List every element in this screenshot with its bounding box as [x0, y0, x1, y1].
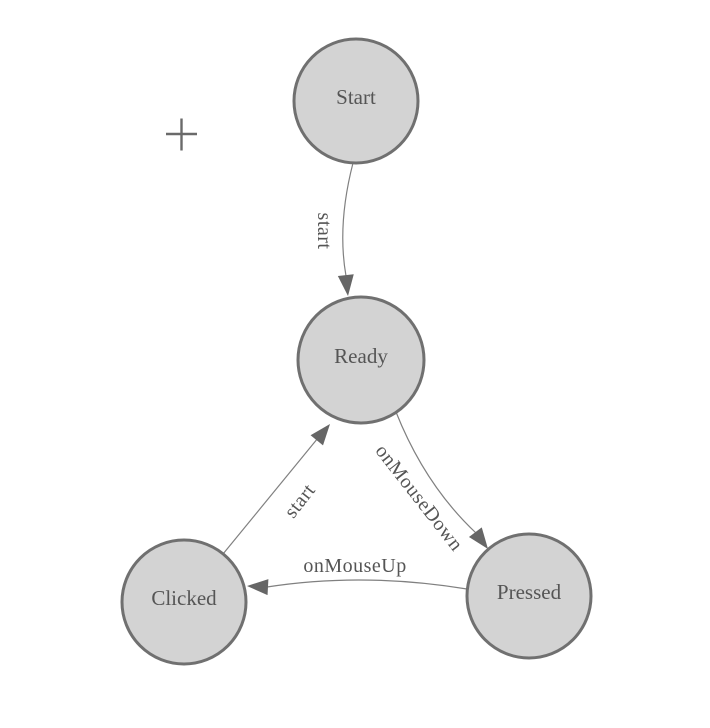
- transition-label: start: [313, 213, 335, 250]
- transition-path[interactable]: [395, 411, 477, 534]
- transition-label: start: [280, 480, 320, 523]
- transition-pressed-to-clicked[interactable]: onMouseUp: [247, 555, 468, 596]
- transition-path[interactable]: [342, 162, 354, 277]
- state-label: Start: [336, 85, 376, 109]
- state-label: Clicked: [151, 586, 217, 610]
- transition-path[interactable]: [222, 437, 319, 555]
- transition-label: onMouseUp: [303, 555, 406, 577]
- state-node-pressed[interactable]: Pressed: [465, 532, 593, 660]
- transition-start-to-ready[interactable]: start: [313, 162, 356, 297]
- arrowhead-icon: [468, 527, 488, 549]
- state-label: Ready: [334, 344, 388, 368]
- state-node-start[interactable]: Start: [292, 37, 420, 165]
- state-circle[interactable]: [120, 538, 248, 666]
- arrowhead-icon: [337, 274, 354, 296]
- state-circle[interactable]: [292, 37, 420, 165]
- transition-clicked-to-ready[interactable]: start: [222, 419, 336, 555]
- state-node-clicked[interactable]: Clicked: [120, 538, 248, 666]
- state-circle[interactable]: [296, 295, 426, 425]
- plus-crosshair-icon: [166, 118, 197, 151]
- arrowhead-icon: [310, 424, 330, 446]
- transition-ready-to-pressed[interactable]: onMouseDown: [371, 411, 495, 556]
- transition-path[interactable]: [266, 579, 468, 590]
- state-node-ready[interactable]: Ready: [296, 295, 426, 425]
- transition-label: onMouseDown: [371, 440, 468, 555]
- state-label: Pressed: [497, 580, 562, 604]
- arrowhead-icon: [247, 579, 269, 596]
- state-circle[interactable]: [465, 532, 593, 660]
